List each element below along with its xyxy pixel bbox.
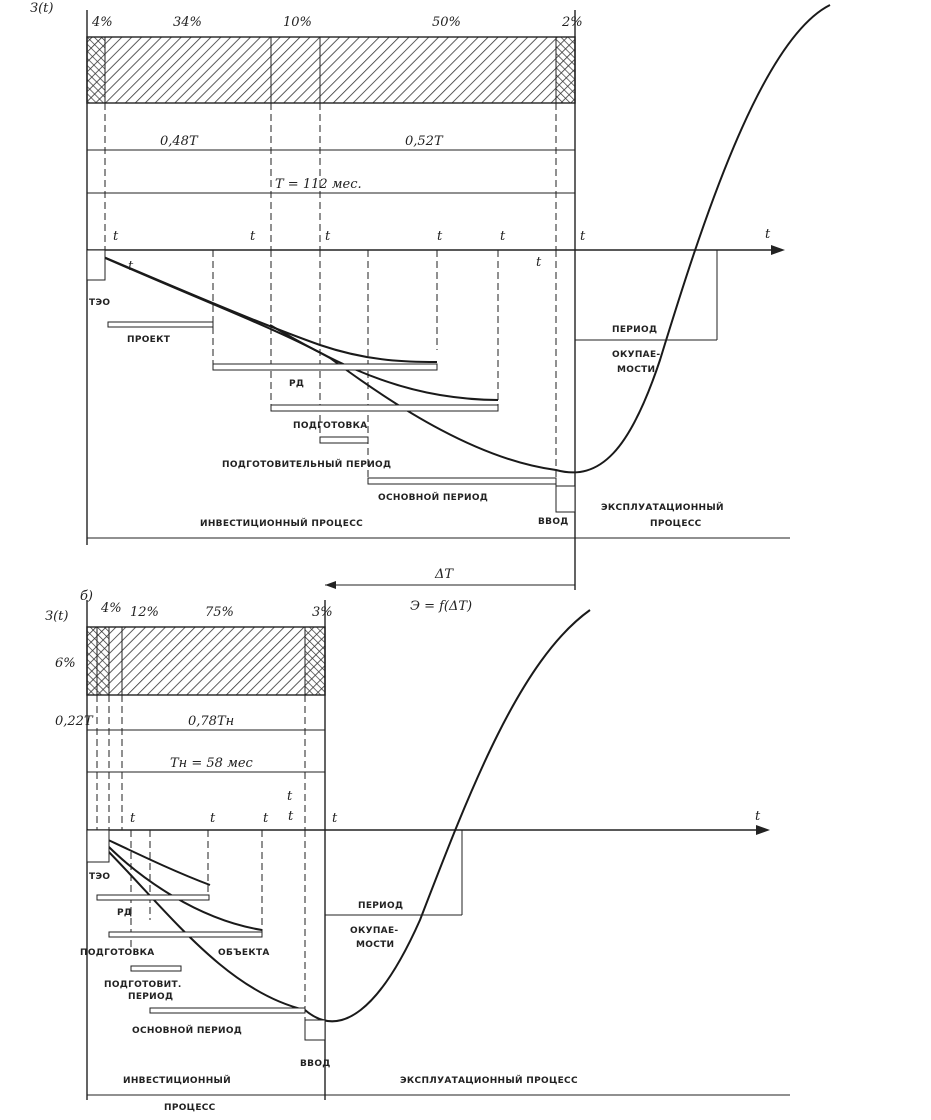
top-event-prep: t bbox=[437, 229, 443, 244]
top-label-rd: РД bbox=[289, 379, 304, 389]
bottom-panel-letter: б) bbox=[80, 589, 93, 604]
top-event-project: t bbox=[128, 259, 134, 274]
bottom-bar-teo bbox=[86, 829, 110, 863]
top-time-axis-label: t bbox=[765, 227, 771, 242]
top-label-preparation: ПОДГОТОВКА bbox=[293, 421, 368, 431]
top-percent-commission: 2% bbox=[561, 15, 583, 30]
top-payback-1: ПЕРИОД bbox=[612, 325, 657, 335]
bottom-label-prep-1: ПОДГОТОВИТ. bbox=[104, 980, 182, 990]
bottom-label-commissioning: ВВОД bbox=[300, 1059, 331, 1069]
bottom-bar-prep-period bbox=[130, 965, 182, 972]
bottom-label-preparation: ПОДГОТОВКА bbox=[80, 948, 155, 958]
top-bar-project bbox=[107, 321, 214, 328]
top-event-exploit: t bbox=[536, 255, 542, 270]
bottom-cost-bar bbox=[86, 626, 326, 696]
bottom-percent-commission: 3% bbox=[312, 605, 333, 620]
bottom-label-rd: РД bbox=[117, 908, 132, 918]
top-period-left: 0,48T bbox=[160, 134, 199, 149]
bottom-event-start: t bbox=[130, 811, 136, 826]
top-bar-prep-period bbox=[319, 436, 369, 444]
top-bar-rd bbox=[212, 363, 438, 371]
bottom-time-axis-label: t bbox=[755, 809, 761, 824]
bottom-bar-preparation bbox=[108, 931, 263, 938]
top-panel: З(t) 4% 34% 10% 50% 2% 0,48T 0,52T T = 1… bbox=[30, 1, 831, 590]
bottom-label-object: ОБЪЕКТА bbox=[218, 948, 270, 958]
bottom-event-input: t bbox=[332, 811, 338, 826]
top-label-main-period: ОСНОВНОЙ ПЕРИОД bbox=[378, 491, 488, 503]
top-payback-3: МОСТИ bbox=[617, 365, 655, 375]
top-event-main: t bbox=[500, 229, 506, 244]
top-percent-rd: 10% bbox=[283, 15, 312, 30]
bottom-label-main-period: ОСНОВНОЙ ПЕРИОД bbox=[132, 1024, 242, 1036]
bottom-cost-bar-teo bbox=[86, 626, 110, 696]
bottom-payback-3: МОСТИ bbox=[356, 940, 394, 950]
bottom-bar-main-period bbox=[149, 1007, 306, 1014]
top-total-period: T = 112 мес. bbox=[275, 177, 362, 192]
top-event-rd: t bbox=[250, 229, 256, 244]
bottom-percent-rd: 12% bbox=[130, 605, 159, 620]
delta-t-label: ΔT bbox=[434, 567, 454, 582]
delta-t-function: Э = f(ΔT) bbox=[410, 599, 472, 614]
bottom-investment-2: ПРОЦЕСС bbox=[164, 1103, 216, 1113]
bottom-total-period: Tн = 58 мес bbox=[170, 756, 254, 771]
bottom-event-top: t bbox=[287, 789, 293, 804]
top-label-project: ПРОЕКТ bbox=[127, 335, 171, 345]
bottom-bar-rd bbox=[96, 894, 210, 901]
top-label-commissioning: ВВОД bbox=[538, 517, 569, 527]
top-cost-bar bbox=[86, 36, 576, 104]
top-bar-main-period bbox=[367, 477, 557, 485]
top-event-teo: t bbox=[113, 229, 119, 244]
bottom-cost-bar-commission bbox=[304, 626, 326, 696]
bottom-operation: ЭКСПЛУАТАЦИОННЫЙ ПРОЦЕСС bbox=[400, 1074, 578, 1086]
top-percent-construction: 50% bbox=[432, 15, 461, 30]
top-investment-process: ИНВЕСТИЦИОННЫЙ ПРОЦЕСС bbox=[200, 517, 363, 529]
top-period-right: 0,52T bbox=[405, 134, 444, 149]
top-event-start: t bbox=[325, 229, 331, 244]
top-label-prep-period: ПОДГОТОВИТЕЛЬНЫЙ ПЕРИОД bbox=[222, 458, 391, 470]
bottom-payback-2: ОКУПАЕ- bbox=[350, 926, 398, 936]
top-bar-preparation bbox=[270, 404, 499, 412]
bottom-percent-construction: 75% bbox=[205, 605, 234, 620]
top-bar-commissioning bbox=[555, 485, 576, 513]
bottom-label-prep-2: ПЕРИОД bbox=[128, 992, 173, 1002]
bottom-left-percent: 6% bbox=[55, 656, 76, 671]
bottom-event-exploit: t bbox=[288, 809, 294, 824]
bottom-panel: б) З(t) 4% 12% 75% 3% 6% 0,22T 0,78Tн Tн… bbox=[45, 589, 790, 1113]
top-operation-2: ПРОЦЕСС bbox=[650, 519, 702, 529]
delta-t-section: ΔT Э = f(ΔT) bbox=[325, 567, 575, 614]
top-cost-bar-teo bbox=[86, 36, 106, 104]
bottom-period-left: 0,22T bbox=[55, 714, 94, 729]
bottom-payback-1: ПЕРИОД bbox=[358, 901, 403, 911]
bottom-event-main: t bbox=[263, 811, 269, 826]
bottom-investment-1: ИНВЕСТИЦИОННЫЙ bbox=[123, 1074, 231, 1086]
bottom-percent-teo: 4% bbox=[100, 601, 122, 616]
bottom-label-teo: ТЭО bbox=[89, 872, 110, 882]
bottom-period-right: 0,78Tн bbox=[188, 714, 234, 729]
top-curve-rd bbox=[86, 249, 438, 363]
top-y-axis-label: З(t) bbox=[30, 1, 53, 16]
bottom-bar-commissioning bbox=[304, 1019, 326, 1041]
top-payback-2: ОКУПАЕ- bbox=[612, 350, 660, 360]
top-bar-teo bbox=[86, 249, 106, 281]
top-label-teo: ТЭО bbox=[89, 298, 110, 308]
bottom-event-prep: t bbox=[210, 811, 216, 826]
top-event-input: t bbox=[580, 229, 586, 244]
top-operation-1: ЭКСПЛУАТАЦИОННЫЙ bbox=[601, 501, 724, 513]
top-cost-bar-commission bbox=[555, 36, 576, 104]
top-cost-curve bbox=[86, 4, 831, 474]
top-percent-design: 34% bbox=[173, 15, 202, 30]
bottom-y-axis-label: З(t) bbox=[45, 609, 68, 624]
top-percent-teo: 4% bbox=[91, 15, 113, 30]
